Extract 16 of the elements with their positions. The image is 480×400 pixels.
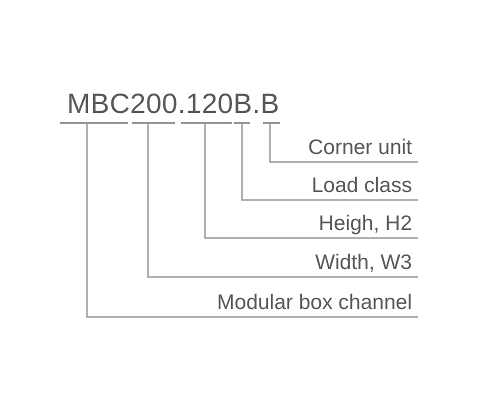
- callout-label: Corner unit: [308, 136, 418, 162]
- callout-label: Width, W3: [315, 251, 418, 277]
- leader-line: [269, 124, 418, 163]
- callout-label: Heigh, H2: [318, 212, 418, 238]
- product-code: MBC200.120B.B: [67, 90, 280, 118]
- underline-mark: [181, 122, 232, 124]
- leader-line: [86, 124, 418, 318]
- underline-mark: [234, 122, 250, 124]
- leader-line: [241, 124, 418, 201]
- leader-line: [147, 124, 418, 278]
- callout-label: Modular box channel: [217, 291, 418, 317]
- callout-label: Load class: [312, 174, 418, 200]
- underline-mark: [60, 122, 128, 124]
- underline-mark: [132, 122, 175, 124]
- leader-line: [204, 124, 418, 239]
- underline-mark: [263, 122, 280, 124]
